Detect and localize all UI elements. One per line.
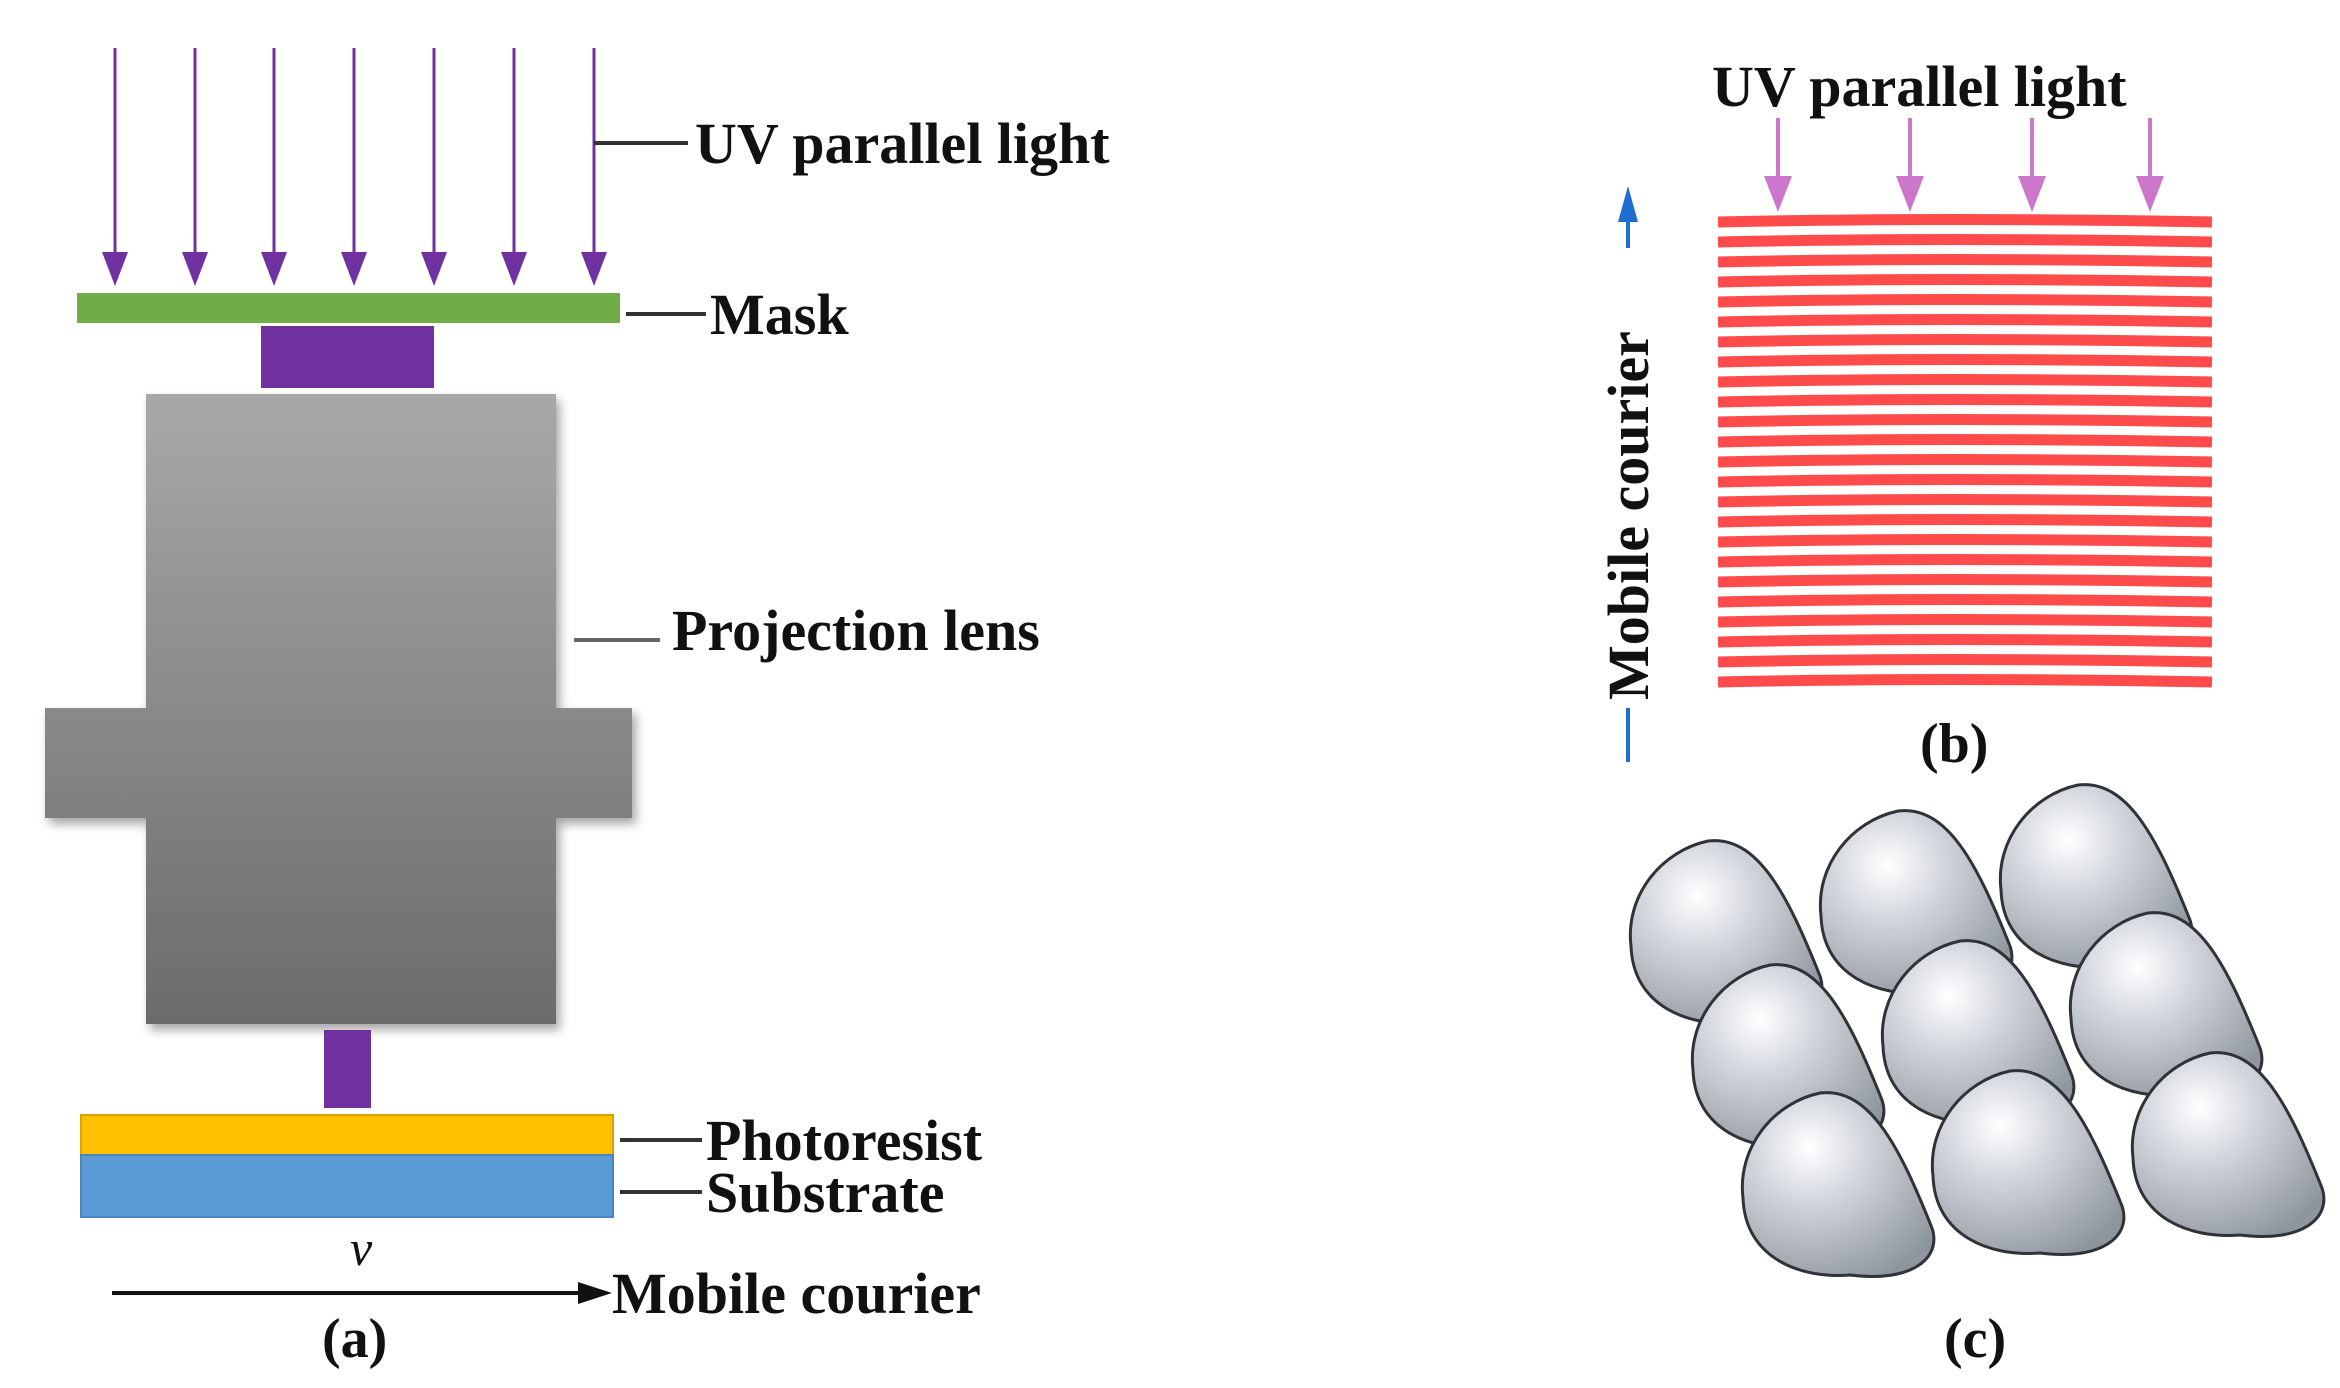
- caption-c: (c): [1944, 1308, 2006, 1370]
- motion-arrow-b-head: [1618, 186, 1638, 222]
- uv-arrow-b-head: [2018, 176, 2046, 212]
- panel-c: (c): [1628, 783, 2326, 1370]
- upper-lens-stub: [261, 326, 434, 388]
- exposure-stripe: [1717, 494, 2213, 508]
- exposure-stripe: [1717, 534, 2213, 548]
- exposure-stripe: [1717, 574, 2213, 588]
- uv-arrow-b-head: [2136, 176, 2164, 212]
- motion-label-b-bg: [1598, 248, 1658, 708]
- exposure-stripe: [1717, 334, 2213, 348]
- uv-light-label-b: UV parallel light: [1712, 54, 2127, 119]
- mask-label: Mask: [710, 282, 849, 347]
- exposure-stripes: [1717, 214, 2213, 688]
- exposure-stripe: [1717, 314, 2213, 328]
- uv-arrow-a-head: [341, 252, 367, 286]
- uv-arrow-a-head: [421, 252, 447, 286]
- exposure-stripe: [1717, 374, 2213, 388]
- uv-arrows-a: [102, 48, 607, 286]
- exposure-stripe: [1717, 394, 2213, 408]
- exposure-stripe: [1717, 614, 2213, 628]
- panel-b: UV parallel light Mobile courier (b): [1596, 54, 2213, 775]
- exposure-stripe: [1717, 434, 2213, 448]
- substrate-layer: [80, 1154, 614, 1218]
- projection-lens-body: [45, 394, 632, 1024]
- microlens-dome: [1930, 1069, 2126, 1256]
- exposure-stripe: [1717, 634, 2213, 648]
- microlens-dome: [2068, 911, 2264, 1098]
- caption-b: (b): [1920, 713, 1988, 775]
- microlens-dome: [2130, 1051, 2326, 1238]
- microlens-dome: [1740, 1091, 1936, 1278]
- motion-label-a: Mobile courier: [612, 1261, 981, 1326]
- exposure-stripe: [1717, 274, 2213, 288]
- uv-arrow-a-head: [102, 252, 128, 286]
- exposure-stripe: [1717, 354, 2213, 368]
- photoresist-label: Photoresist: [706, 1108, 983, 1173]
- uv-light-label-a: UV parallel light: [695, 111, 1110, 176]
- uv-arrow-a-head: [261, 252, 287, 286]
- exposure-stripe: [1717, 594, 2213, 608]
- substrate-label: Substrate: [706, 1160, 944, 1225]
- caption-a: (a): [322, 1308, 387, 1370]
- exposure-stripe: [1717, 454, 2213, 468]
- lower-lens-stub: [324, 1030, 371, 1108]
- exposure-stripe: [1717, 654, 2213, 668]
- uv-arrow-b-head: [1896, 176, 1924, 212]
- projection-lens-label: Projection lens: [672, 598, 1040, 663]
- exposure-stripe: [1717, 674, 2213, 688]
- velocity-symbol: v: [350, 1220, 373, 1276]
- exposure-stripe: [1717, 294, 2213, 308]
- exposure-stripe: [1717, 474, 2213, 488]
- motion-label-b: Mobile courier: [1596, 331, 1661, 700]
- exposure-stripe: [1717, 214, 2213, 228]
- exposure-stripe: [1717, 254, 2213, 268]
- motion-arrow-a-head: [578, 1282, 612, 1304]
- mask-plate: [77, 293, 620, 323]
- uv-arrow-a-head: [581, 252, 607, 286]
- photoresist-layer: [80, 1114, 614, 1156]
- panel-a: UV parallel light Mask Projection lens P…: [45, 48, 1110, 1370]
- uv-arrow-b-head: [1764, 176, 1792, 212]
- uv-arrow-a-head: [182, 252, 208, 286]
- exposure-stripe: [1717, 514, 2213, 528]
- microlens-array: [1628, 783, 2326, 1278]
- exposure-stripe: [1717, 554, 2213, 568]
- exposure-stripe: [1717, 234, 2213, 248]
- uv-arrows-b: [1764, 118, 2164, 212]
- exposure-stripe: [1717, 414, 2213, 428]
- uv-arrow-a-head: [501, 252, 527, 286]
